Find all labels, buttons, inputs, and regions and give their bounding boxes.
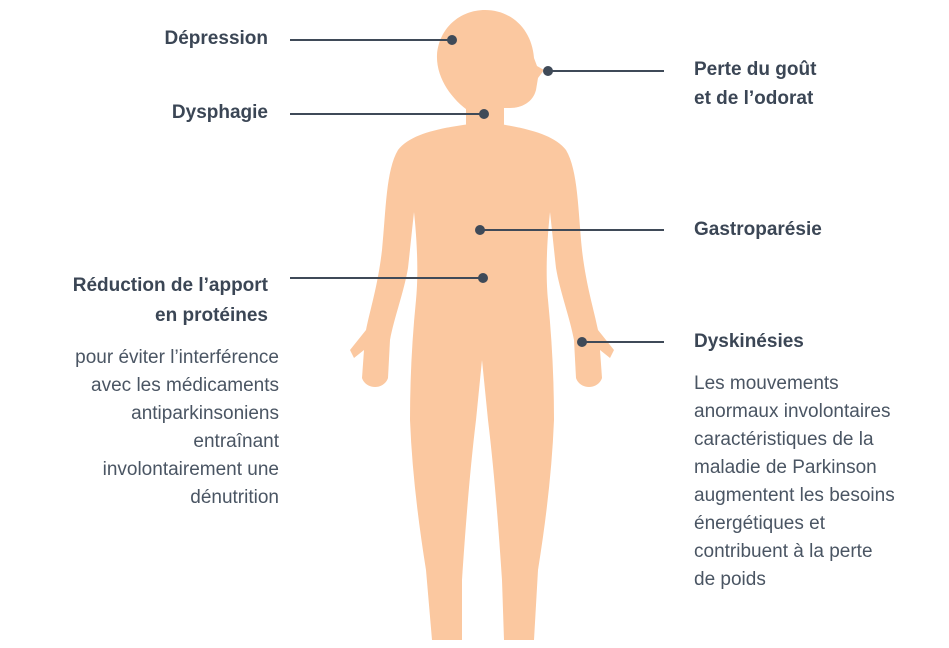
label-gout-line1: Perte du goût xyxy=(694,56,816,83)
label-proteines-line2: en protéines xyxy=(155,302,268,329)
description-line: involontairement une xyxy=(75,456,279,484)
marker-dysphagie xyxy=(480,110,488,118)
marker-depression xyxy=(448,36,456,44)
description-line: entraînant xyxy=(75,428,279,456)
label-gastroparesie: Gastroparésie xyxy=(694,216,822,243)
description-line: augmentent les besoins xyxy=(694,482,895,510)
description-line: pour éviter l’interférence xyxy=(75,344,279,372)
description-line: maladie de Parkinson xyxy=(694,454,895,482)
marker-proteines xyxy=(479,274,487,282)
marker-gout xyxy=(544,67,552,75)
human-silhouette xyxy=(350,10,614,640)
label-dysphagie: Dysphagie xyxy=(172,99,268,126)
label-proteines-line1: Réduction de l’apport xyxy=(73,272,268,299)
description-dyskinesies: Les mouvements anormaux involontaires ca… xyxy=(694,370,895,594)
description-line: de poids xyxy=(694,566,895,594)
marker-gastroparesie xyxy=(476,226,484,234)
description-line: anormaux involontaires xyxy=(694,398,895,426)
description-line: contribuent à la perte xyxy=(694,538,895,566)
description-line: caractéristiques de la xyxy=(694,426,895,454)
description-line: avec les médicaments xyxy=(75,372,279,400)
description-proteines: pour éviter l’interférence avec les médi… xyxy=(75,344,279,512)
description-line: énergétiques et xyxy=(694,510,895,538)
marker-dyskinesies xyxy=(578,338,586,346)
description-line: dénutrition xyxy=(75,484,279,512)
description-line: Les mouvements xyxy=(694,370,895,398)
label-depression: Dépression xyxy=(165,25,268,52)
label-gout-line2: et de l’odorat xyxy=(694,85,813,112)
label-dyskinesies: Dyskinésies xyxy=(694,328,804,355)
description-line: antiparkinsoniens xyxy=(75,400,279,428)
